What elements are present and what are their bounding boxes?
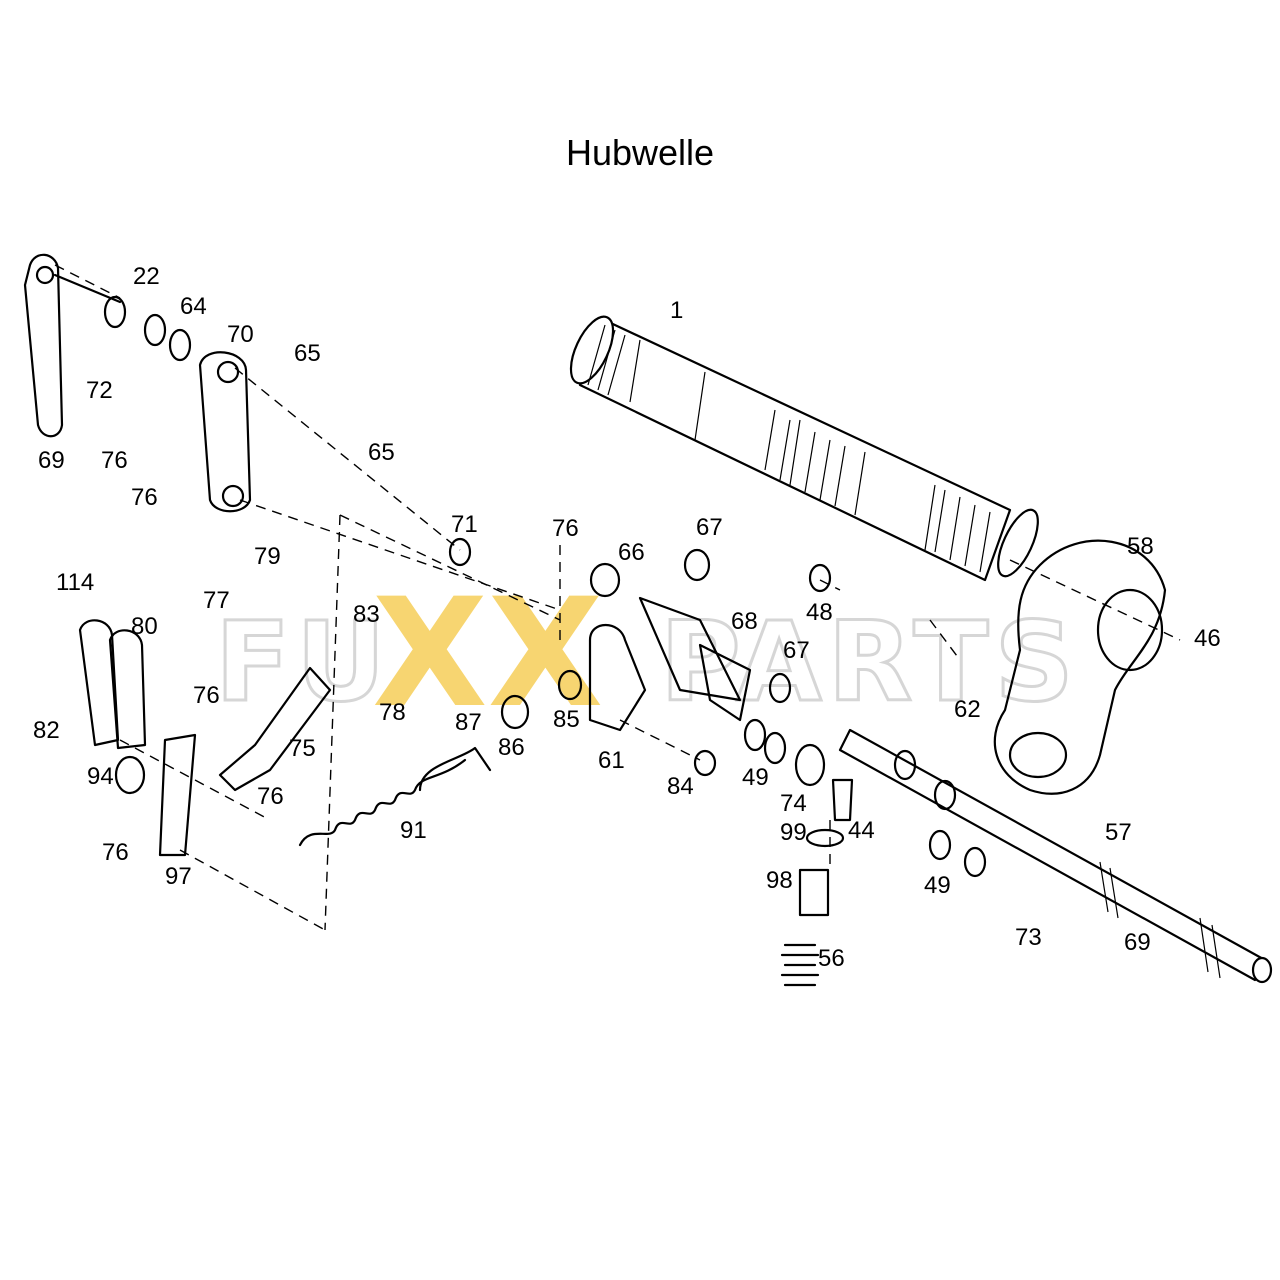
lift-shaft [569,315,1039,582]
label-part: 76 [257,783,284,810]
lift-arm [993,539,1167,795]
plates [588,596,752,732]
label-part: 76 [101,447,128,474]
label-part: 77 [203,587,230,614]
label-part: 94 [87,763,114,790]
label-part: 76 [552,515,579,542]
label-part: 91 [400,817,427,844]
part-labels: 1 22 64 70 65 72 69 76 76 65 71 76 66 67… [33,263,1221,972]
label-part: 76 [131,484,158,511]
label-part: 85 [553,706,580,733]
left-lever [23,253,122,438]
label-part: 83 [353,601,380,628]
valve-parts [780,778,854,987]
links [78,619,197,857]
label-part: 64 [180,293,207,320]
label-part: 61 [598,747,625,774]
label-part: 49 [742,764,769,791]
label-part: 67 [783,637,810,664]
label-part: 70 [227,321,254,348]
label-part: 98 [766,867,793,894]
label-part: 114 [56,569,94,596]
label-part: 87 [455,709,482,736]
label-part: 76 [193,682,220,709]
label-part: 56 [818,945,845,972]
label-part: 48 [806,599,833,626]
label-part: 82 [33,717,60,744]
label-part: 86 [498,734,525,761]
label-part: 97 [165,863,192,890]
spring [298,746,492,847]
label-part: 76 [102,839,129,866]
diagram-title: Hubwelle [565,132,715,173]
label-part: 22 [133,263,160,290]
lever-75 [218,666,332,792]
washers [103,295,987,878]
label-part: 58 [1127,533,1154,560]
label-part: 79 [254,543,281,570]
label-part: 69 [1124,929,1151,956]
label-part: 46 [1194,625,1221,652]
label-part: 73 [1015,924,1042,951]
label-part: 1 [670,297,683,324]
label-part: 66 [618,539,645,566]
label-part: 49 [924,872,951,899]
label-part: 65 [368,439,395,466]
watermark: FU XX PARTS [214,567,1076,741]
bracket [198,351,252,513]
label-part: 67 [696,514,723,541]
label-part: 80 [131,613,158,640]
label-part: 84 [667,773,694,800]
label-part: 72 [86,377,113,404]
label-part: 65 [294,340,321,367]
label-part: 71 [451,511,478,538]
assembly-lines [54,264,1181,931]
label-part: 69 [38,447,65,474]
watermark-left: FU [215,598,391,726]
label-part: 78 [379,699,406,726]
label-part: 68 [731,608,758,635]
label-part: 75 [289,735,316,762]
label-part: 57 [1105,819,1132,846]
control-rod [838,728,1273,984]
label-part: 74 [780,790,807,817]
label-part: 99 [780,819,807,846]
label-part: 62 [954,696,981,723]
watermark-highlight: XX [372,567,603,741]
label-part: 44 [848,817,875,844]
